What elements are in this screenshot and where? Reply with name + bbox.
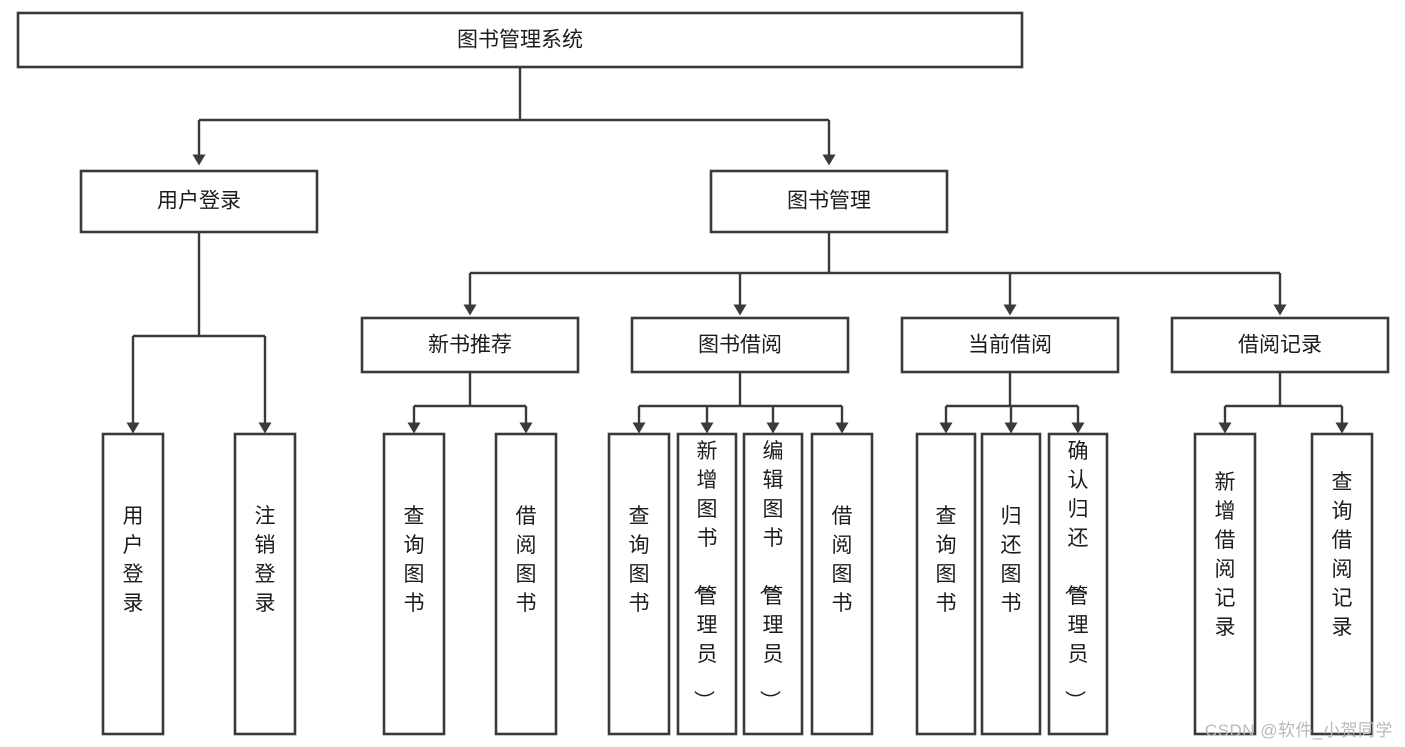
leaf-borrow-record-1-box[interactable] bbox=[1193, 432, 1257, 736]
leaf-current-borrow-3-box[interactable] bbox=[1047, 432, 1109, 736]
leaf-borrow-record-1-label: 新增借阅记录 bbox=[1215, 471, 1236, 639]
leaf-book-borrow-2-box[interactable] bbox=[676, 432, 738, 736]
node-new-book-recommend-box[interactable] bbox=[360, 316, 580, 374]
leaf-current-borrow-1-box[interactable] bbox=[915, 432, 977, 736]
leaf-borrow-record-2[interactable]: 查询借阅记录 bbox=[1310, 432, 1374, 736]
csdn-watermark: CSDN @软件_小贺同学 bbox=[1204, 721, 1393, 740]
leaf-borrow-record-2-label: 查询借阅记录 bbox=[1332, 471, 1353, 639]
node-book-manage-label: 图书管理 bbox=[787, 190, 871, 213]
leaf-user-login-1-label: 用户登录 bbox=[123, 505, 144, 615]
node-new-book-recommend-label: 新书推荐 bbox=[428, 334, 512, 357]
node-root[interactable]: 图书管理系统 bbox=[16, 11, 1024, 69]
leaf-current-borrow-3[interactable]: 确认归还（管理员） bbox=[1047, 432, 1109, 736]
node-current-borrow-box[interactable] bbox=[900, 316, 1120, 374]
leaf-user-login-1[interactable]: 用户登录 bbox=[101, 432, 165, 736]
leaf-current-borrow-3-label: 确认归还（管理员） bbox=[1063, 440, 1089, 711]
leaf-book-borrow-1-label: 查询图书 bbox=[629, 505, 650, 615]
node-borrow-record-box[interactable] bbox=[1170, 316, 1390, 374]
node-user-login[interactable]: 用户登录 bbox=[79, 169, 319, 234]
node-book-manage-box[interactable] bbox=[709, 169, 949, 234]
node-borrow-record[interactable]: 借阅记录 bbox=[1170, 316, 1390, 374]
leaf-user-login-2-box[interactable] bbox=[233, 432, 297, 736]
leaf-borrow-record-1[interactable]: 新增借阅记录 bbox=[1193, 432, 1257, 736]
node-book-borrow-label: 图书借阅 bbox=[698, 334, 782, 357]
node-book-borrow-box[interactable] bbox=[630, 316, 850, 374]
leaf-book-borrow-3-box[interactable] bbox=[742, 432, 804, 736]
leaf-book-borrow-4-label: 借阅图书 bbox=[832, 505, 853, 615]
leaf-book-borrow-1-box[interactable] bbox=[607, 432, 671, 736]
leaf-current-borrow-2-label: 归还图书 bbox=[1001, 505, 1022, 615]
leaf-recommend-1-box[interactable] bbox=[382, 432, 446, 736]
node-user-login-label: 用户登录 bbox=[157, 190, 241, 213]
leaf-book-borrow-3[interactable]: 编辑图书（管理员） bbox=[742, 432, 804, 736]
leaf-book-borrow-2-label: 新增图书（管理员） bbox=[692, 440, 718, 711]
leaf-user-login-2-label: 注销登录 bbox=[255, 505, 276, 615]
leaf-recommend-1-label: 查询图书 bbox=[404, 505, 425, 615]
node-current-borrow[interactable]: 当前借阅 bbox=[900, 316, 1120, 374]
leaf-recommend-2[interactable]: 借阅图书 bbox=[494, 432, 558, 736]
leaf-current-borrow-1-label: 查询图书 bbox=[936, 505, 957, 615]
node-root-box[interactable] bbox=[16, 11, 1024, 69]
leaf-current-borrow-2-box[interactable] bbox=[980, 432, 1042, 736]
leaf-book-borrow-4[interactable]: 借阅图书 bbox=[810, 432, 874, 736]
node-current-borrow-label: 当前借阅 bbox=[968, 334, 1052, 357]
node-book-borrow[interactable]: 图书借阅 bbox=[630, 316, 850, 374]
leaf-current-borrow-2[interactable]: 归还图书 bbox=[980, 432, 1042, 736]
node-new-book-recommend[interactable]: 新书推荐 bbox=[360, 316, 580, 374]
connector-layer bbox=[126, 67, 1349, 434]
leaf-recommend-2-box[interactable] bbox=[494, 432, 558, 736]
leaf-current-borrow-1[interactable]: 查询图书 bbox=[915, 432, 977, 736]
leaf-recommend-1[interactable]: 查询图书 bbox=[382, 432, 446, 736]
node-root-label: 图书管理系统 bbox=[457, 29, 583, 52]
leaf-recommend-2-label: 借阅图书 bbox=[516, 505, 537, 615]
node-borrow-record-label: 借阅记录 bbox=[1238, 334, 1322, 357]
leaf-book-borrow-1[interactable]: 查询图书 bbox=[607, 432, 671, 736]
leaf-user-login-2[interactable]: 注销登录 bbox=[233, 432, 297, 736]
leaf-book-borrow-3-label: 编辑图书（管理员） bbox=[758, 440, 784, 711]
node-user-login-box[interactable] bbox=[79, 169, 319, 234]
leaf-borrow-record-2-box[interactable] bbox=[1310, 432, 1374, 736]
leaf-user-login-1-box[interactable] bbox=[101, 432, 165, 736]
leaf-book-borrow-2[interactable]: 新增图书（管理员） bbox=[676, 432, 738, 736]
node-book-manage[interactable]: 图书管理 bbox=[709, 169, 949, 234]
leaf-book-borrow-4-box[interactable] bbox=[810, 432, 874, 736]
